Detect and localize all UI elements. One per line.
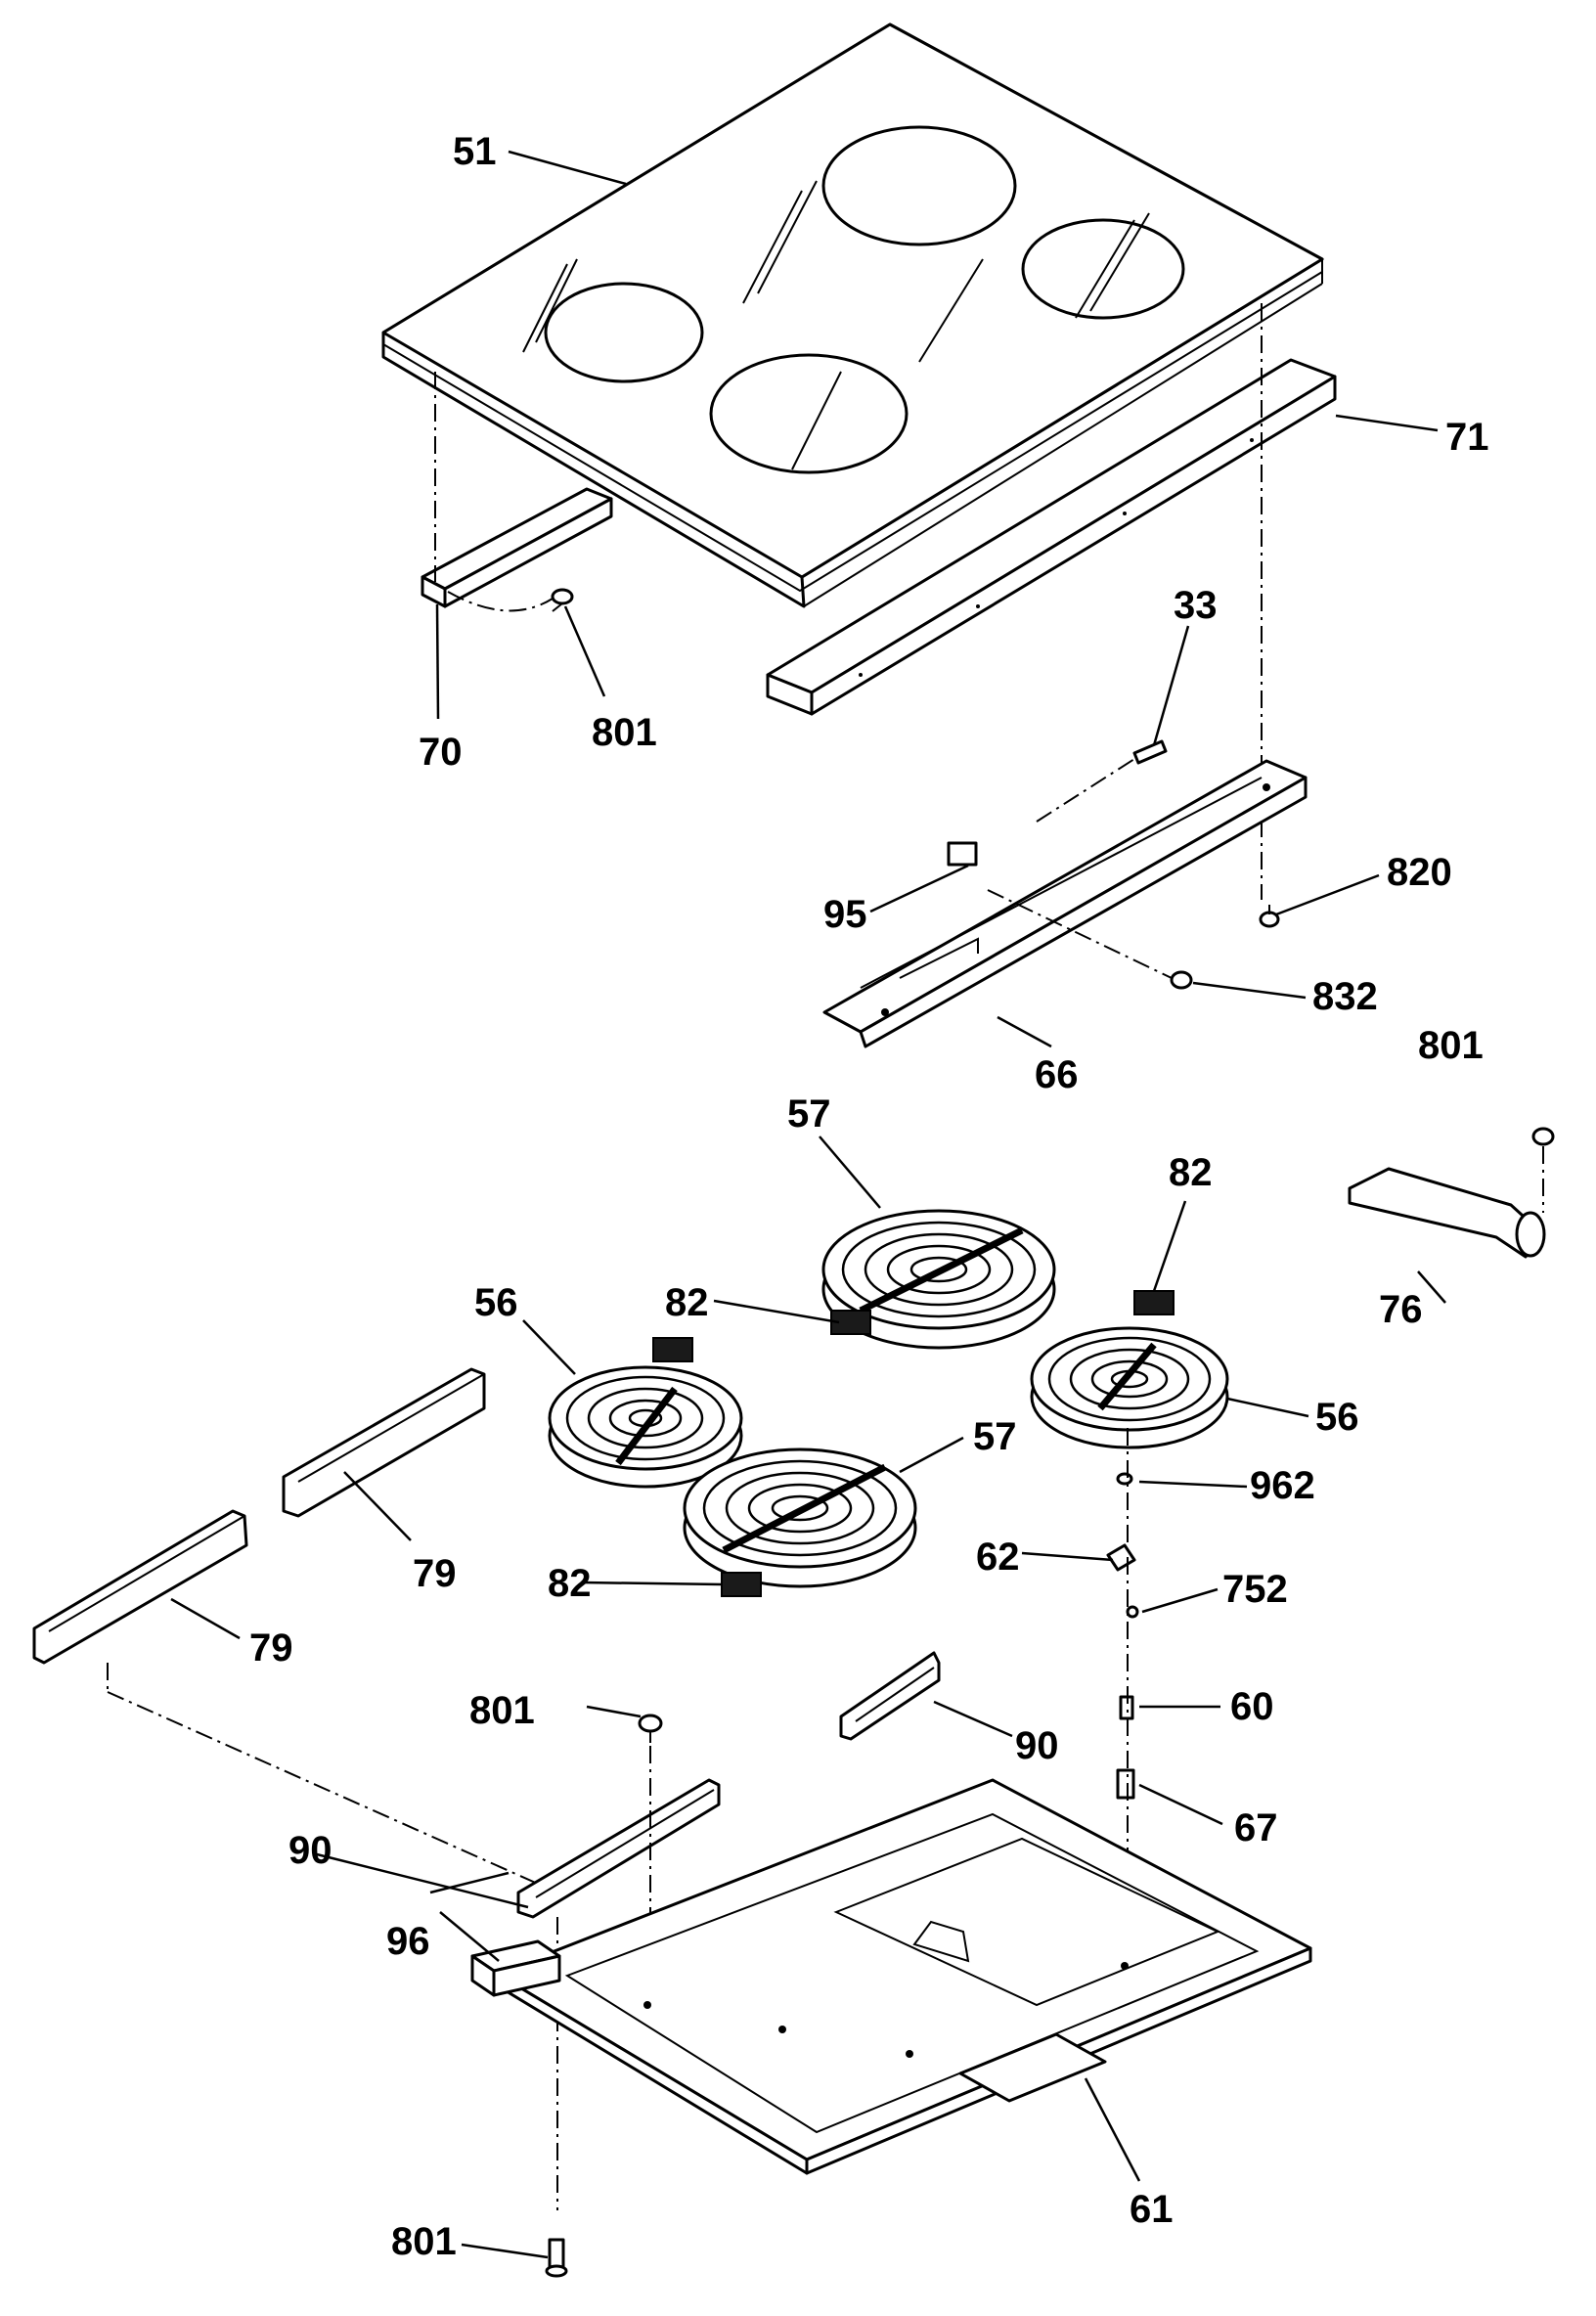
label-57-rear: 57 [787,1092,831,1136]
label-801-top: 801 [592,711,657,754]
side-channel-icon [282,1367,486,1518]
side-channel-icon [32,1509,248,1665]
mounting-bracket-icon [822,759,1308,1048]
screw-icon [1531,1127,1555,1146]
terminal-block-icon [1348,1167,1546,1259]
burner-element-icon [548,1337,743,1489]
label-71: 71 [1445,416,1489,459]
label-95: 95 [823,893,867,936]
bracket-icon [470,1939,561,1997]
leader-lines [170,150,1446,2259]
screw-icon [638,1714,663,1743]
terminal-clip-icon [516,1778,721,1919]
label-67: 67 [1234,1806,1278,1849]
label-62: 62 [976,1536,1020,1579]
label-76: 76 [1379,1288,1423,1331]
label-962: 962 [1250,1464,1315,1507]
label-51: 51 [453,130,497,173]
label-79-lower: 79 [249,1626,293,1670]
label-82-right: 82 [1169,1151,1213,1194]
label-56-right: 56 [1315,1396,1359,1439]
label-70: 70 [419,731,463,774]
burner-element-icon [683,1448,917,1597]
label-801-mid: 801 [469,1689,535,1732]
label-33: 33 [1174,584,1218,627]
burner-element-icon [821,1209,1056,1350]
label-79-upper: 79 [413,1552,457,1595]
label-96: 96 [386,1920,430,1963]
part-labels: 51 71 33 70 801 820 95 832 66 801 57 82 … [249,130,1489,2263]
clip-icon [1132,739,1168,765]
screw-icon [1170,970,1193,990]
fastener-stack-icon [1106,1472,1139,1800]
label-90-right: 90 [1015,1724,1059,1767]
label-66: 66 [1035,1053,1079,1096]
screw-icon [545,2238,568,2278]
label-820: 820 [1387,851,1452,894]
burner-element-icon [1030,1290,1229,1449]
label-82-front: 82 [548,1562,592,1605]
terminal-clip-icon [839,1651,941,1741]
label-90-left: 90 [288,1829,332,1872]
label-61: 61 [1130,2188,1174,2231]
screw-icon [1259,905,1280,928]
label-801-right: 801 [1418,1024,1484,1067]
label-752: 752 [1222,1568,1288,1611]
label-60: 60 [1230,1685,1274,1728]
label-56-left: 56 [474,1281,518,1324]
side-trim-strip-icon [421,487,613,608]
label-57-front: 57 [973,1415,1017,1458]
base-pan-icon [495,1778,1312,2175]
glass-cooktop-icon [381,22,1324,608]
label-832: 832 [1312,975,1378,1018]
label-801-bottom: 801 [391,2220,457,2263]
rear-trim-strip-icon [766,358,1337,716]
screw-icon [551,588,574,612]
label-82-rear: 82 [665,1281,709,1324]
